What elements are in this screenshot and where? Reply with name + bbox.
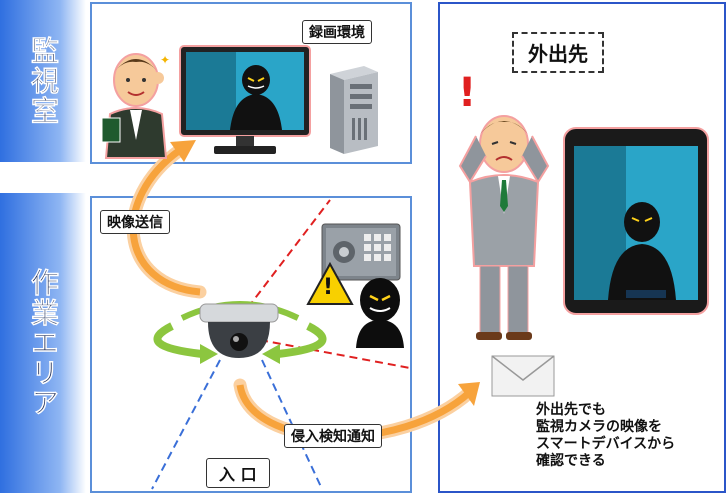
warning-icon bbox=[306, 261, 354, 305]
monitor-icon bbox=[179, 45, 311, 154]
recording-env-label: 録画環境 bbox=[302, 20, 372, 44]
email-envelope-icon bbox=[491, 355, 555, 397]
worried-person-icon bbox=[458, 115, 550, 340]
tablet-icon bbox=[563, 127, 709, 315]
video-transmission-label: 映像送信 bbox=[100, 210, 170, 234]
intruder-icon bbox=[356, 278, 404, 348]
warning-mark: ! bbox=[323, 275, 334, 300]
safe-icon bbox=[321, 223, 401, 281]
svg-text:✦: ✦ bbox=[160, 53, 170, 67]
section-label-monitoring-room: 監視室 bbox=[0, 0, 86, 162]
section-label-work-area: 作業エリア bbox=[0, 193, 86, 493]
remote-notice-text: 外出先でも 監視カメラの映像を スマートデバイスから 確認できる bbox=[536, 402, 676, 469]
entrance-label: 入 口 bbox=[206, 458, 270, 488]
remote-location-label: 外出先 bbox=[512, 32, 604, 73]
intrusion-notification-label: 侵入検知通知 bbox=[284, 424, 382, 448]
security-camera-icon bbox=[199, 303, 279, 358]
operator-person-icon: ✦ bbox=[101, 53, 170, 159]
server-icon bbox=[330, 66, 378, 154]
exclamation-mark: ! bbox=[458, 70, 477, 116]
